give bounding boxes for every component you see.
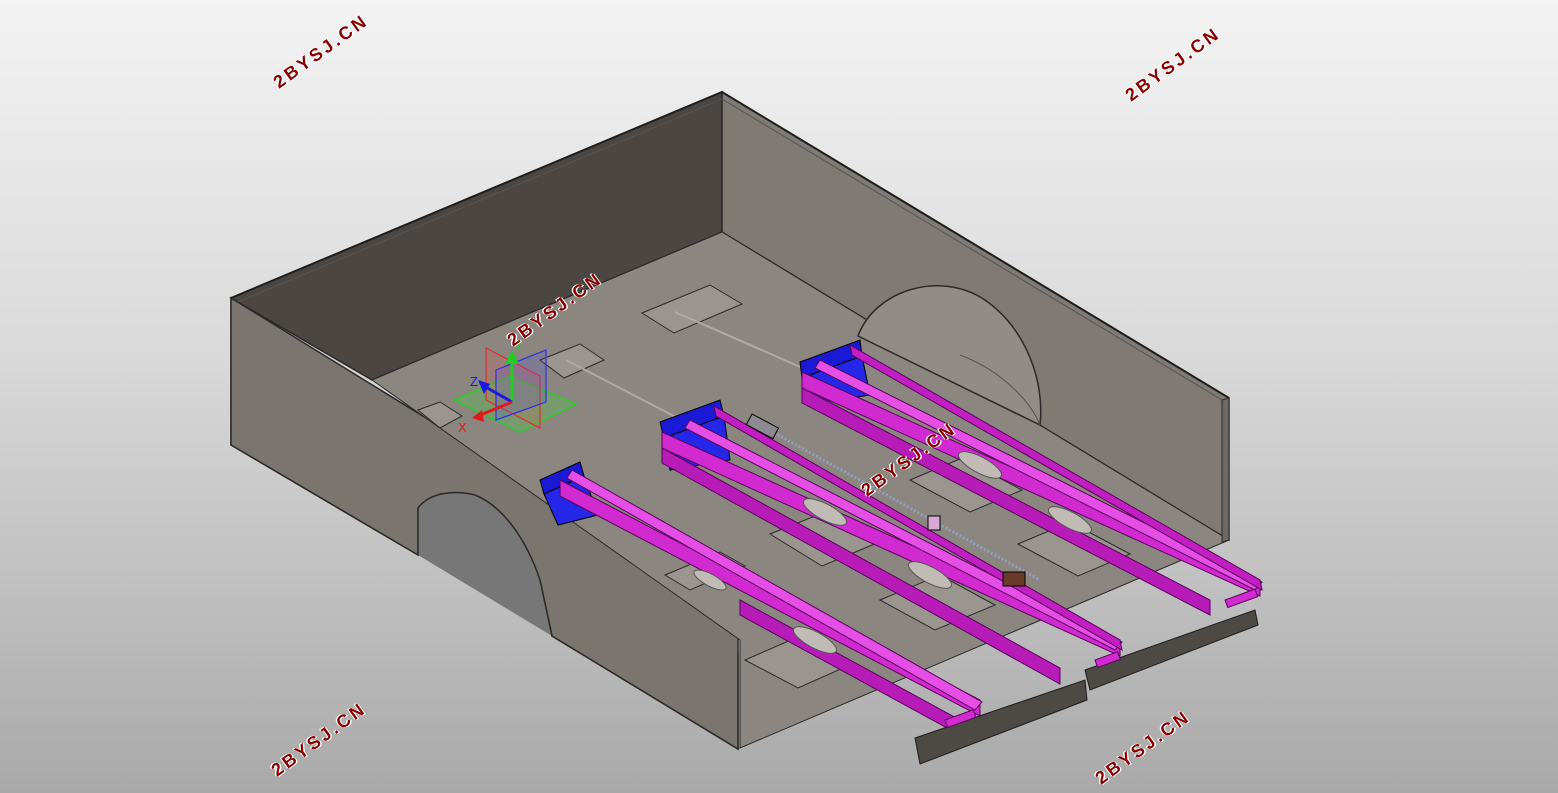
x-axis-arrow [477,400,513,418]
y-axis-label: Y [514,338,523,353]
rail-assembly-1 [799,339,1263,616]
small-bracket [1002,571,1026,587]
x-axis-label: X [458,420,467,435]
coordinate-triad[interactable]: X Z Y [452,338,578,435]
rail-assembly-3 [539,461,983,736]
end-plates [914,609,1259,765]
rail-assembly-2 [659,399,1123,685]
z-axis-label: Z [470,374,478,389]
box-top-rim [230,90,1230,399]
wheel-arch-rear [857,285,1042,427]
wheel-arch-front [417,491,553,637]
z-axis-arrow [483,384,513,404]
